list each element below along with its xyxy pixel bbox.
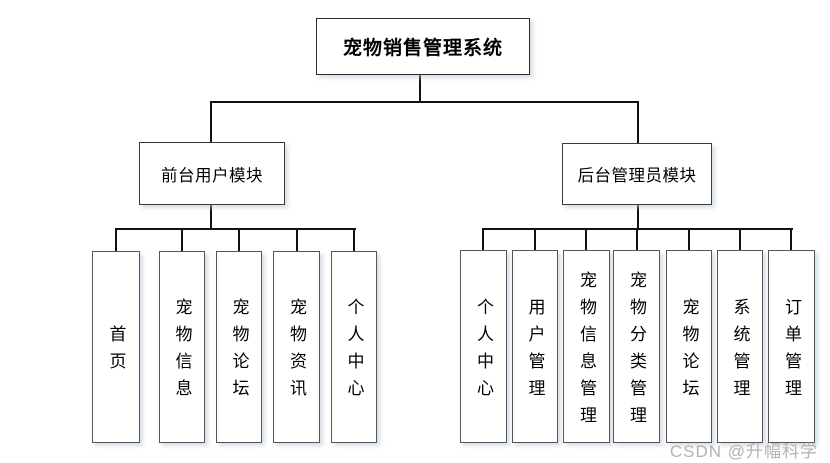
leaf-node-pet-info: 宠物信息	[159, 251, 205, 443]
module-node-frontend-user: 前台用户模块	[139, 142, 285, 205]
leaf-node-pet-forum: 宠物论坛	[216, 251, 262, 443]
connector-line	[115, 228, 117, 252]
connector-line	[238, 228, 240, 252]
connector-line	[353, 228, 355, 252]
connector-line	[637, 204, 639, 230]
connector-line	[636, 228, 638, 251]
connector-line	[585, 228, 587, 251]
connector-line	[210, 204, 212, 230]
leaf-node-home: 首页	[92, 251, 140, 443]
connector-line	[296, 228, 298, 252]
leaf-node-pet-info-management: 宠物信息管理	[563, 250, 610, 443]
connector-line	[790, 228, 792, 251]
connector-line	[210, 101, 639, 103]
connector-line	[419, 75, 421, 103]
connector-line	[739, 228, 741, 251]
leaf-node-pet-news: 宠物资讯	[273, 251, 320, 443]
module-node-label: 前台用户模块	[161, 165, 263, 185]
leaf-node-personal-center-back: 个人中心	[460, 250, 507, 443]
module-node-backend-admin: 后台管理员模块	[562, 143, 712, 205]
leaf-node-user-management: 用户管理	[512, 250, 558, 443]
leaf-node-pet-category-management: 宠物分类管理	[613, 250, 660, 443]
leaf-node-pet-forum-back: 宠物论坛	[666, 250, 712, 443]
leaf-node-personal-center-front: 个人中心	[331, 251, 377, 443]
watermark: CSDN @升幅科学	[669, 442, 818, 461]
leaf-node-system-management: 系统管理	[717, 250, 763, 443]
connector-line	[181, 228, 183, 252]
connector-line	[115, 228, 356, 230]
connector-line	[637, 101, 639, 145]
root-node-label: 宠物销售管理系统	[342, 38, 503, 59]
connector-line	[688, 228, 690, 251]
root-node-pet-sales-system: 宠物销售管理系统	[316, 18, 530, 75]
connector-line	[534, 228, 536, 251]
connector-line	[482, 228, 484, 251]
module-node-label: 后台管理员模块	[577, 166, 697, 185]
leaf-node-order-management: 订单管理	[768, 250, 815, 443]
connector-line	[210, 101, 212, 144]
